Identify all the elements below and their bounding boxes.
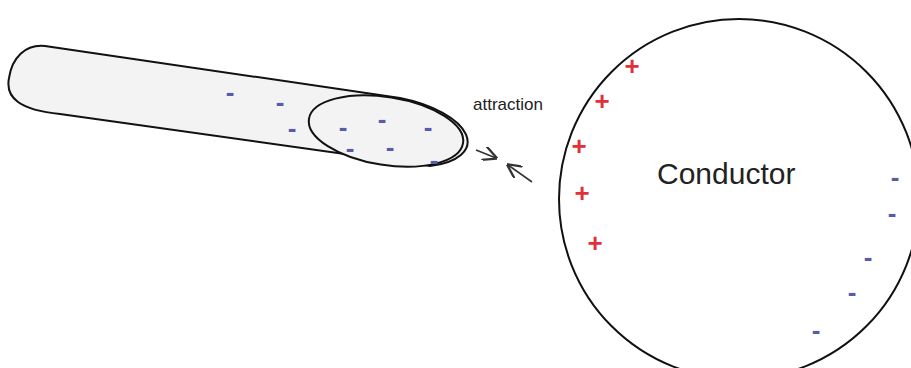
node-label: Conductor xyxy=(657,157,795,191)
attraction-arrow xyxy=(476,150,496,158)
positive-charge: + xyxy=(594,88,609,114)
attraction-arrow xyxy=(508,165,532,182)
negative-charge: - xyxy=(288,115,297,141)
negative-charge: - xyxy=(226,79,235,105)
annotation: attraction xyxy=(473,96,543,113)
positive-charge: + xyxy=(574,180,589,206)
negative-charge: - xyxy=(430,147,439,173)
negative-charge: - xyxy=(812,317,821,343)
negative-charge: - xyxy=(891,164,900,190)
negative-charge: - xyxy=(346,135,355,161)
negative-charge: - xyxy=(864,244,873,270)
conductor-sphere: Conductor xyxy=(557,17,911,368)
rod-end xyxy=(304,85,469,177)
positive-charge: + xyxy=(624,53,639,79)
negative-charge: - xyxy=(386,134,395,160)
negative-charge: - xyxy=(276,89,285,115)
negative-charge: - xyxy=(424,114,433,140)
positive-charge: + xyxy=(571,133,586,159)
negative-charge: - xyxy=(378,106,387,132)
sphere-outline xyxy=(557,17,911,368)
sphere-circle xyxy=(559,19,911,368)
positive-charge: + xyxy=(587,230,602,256)
negative-charge: - xyxy=(888,200,897,226)
negative-charge: - xyxy=(848,279,857,305)
